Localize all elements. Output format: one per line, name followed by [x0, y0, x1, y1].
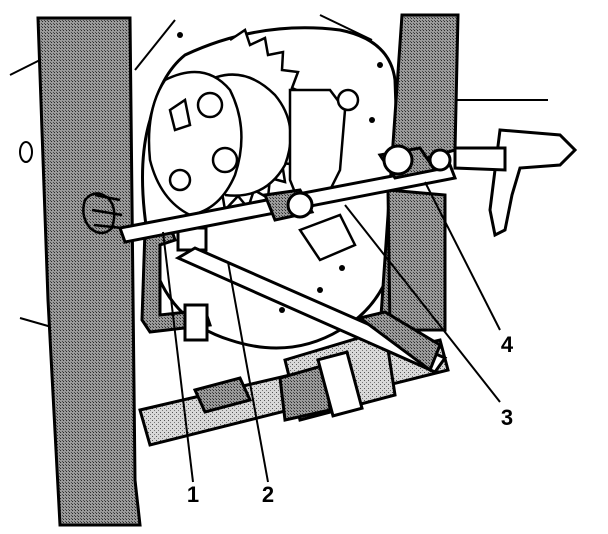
- callout-4: 4: [501, 332, 514, 357]
- callout-1: 1: [187, 482, 199, 507]
- callout-labels: 1 2 3 4: [187, 332, 514, 507]
- puller-rod: [174, 246, 448, 374]
- spring-coil: [82, 192, 123, 235]
- leader-lines: [162, 181, 501, 483]
- leader-line-3: [344, 204, 501, 403]
- slide-hammer-body: [278, 328, 397, 422]
- callout-3: 3: [501, 405, 513, 430]
- differential-case: [147, 70, 243, 217]
- leader-line-2: [227, 261, 269, 483]
- leader-line-4: [424, 181, 501, 331]
- adapter-rod: [117, 144, 458, 244]
- steering-knuckle: [453, 128, 578, 238]
- background-lines: [9, 14, 548, 329]
- leader-line-1: [162, 231, 194, 483]
- housing-bolts: [177, 32, 383, 313]
- callout-2: 2: [262, 482, 274, 507]
- bearing-detail: [288, 88, 360, 262]
- left-frame-rail: [36, 16, 142, 527]
